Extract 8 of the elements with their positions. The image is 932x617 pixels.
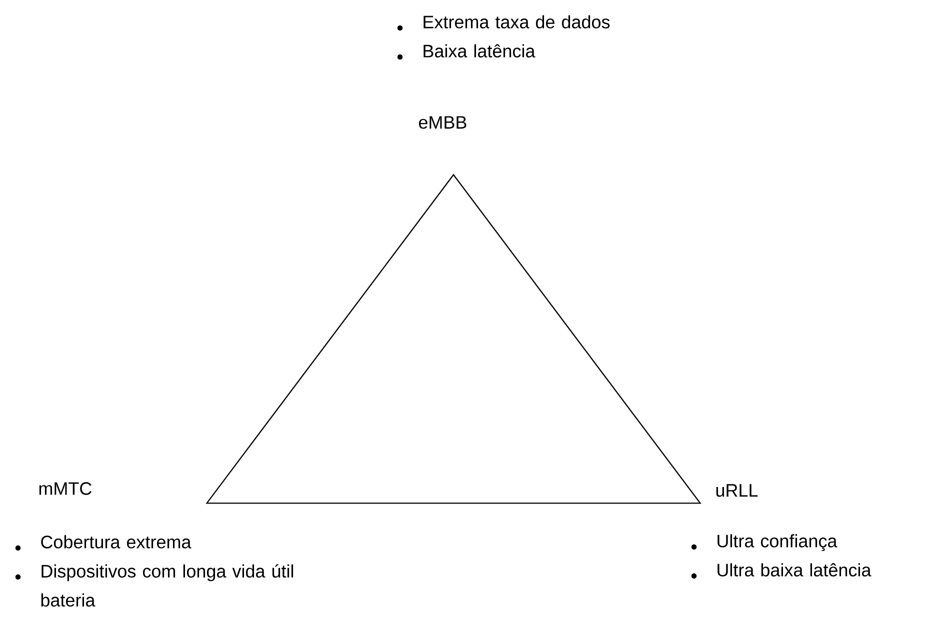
bullet-item: Cobertura extrema (15, 535, 192, 551)
bullet-item: Extrema taxa de dados (397, 15, 610, 31)
bullet-item: Ultra baixa latência (691, 563, 872, 579)
bullet-item: Ultra confiança (691, 534, 838, 552)
vertex-label: mMTC (39, 482, 92, 495)
bullet-item: Dispositivos com longa vida útil bateria (15, 564, 294, 607)
vertex-label: eMBB (418, 116, 466, 129)
bullet-item: Baixa latência (397, 44, 536, 60)
